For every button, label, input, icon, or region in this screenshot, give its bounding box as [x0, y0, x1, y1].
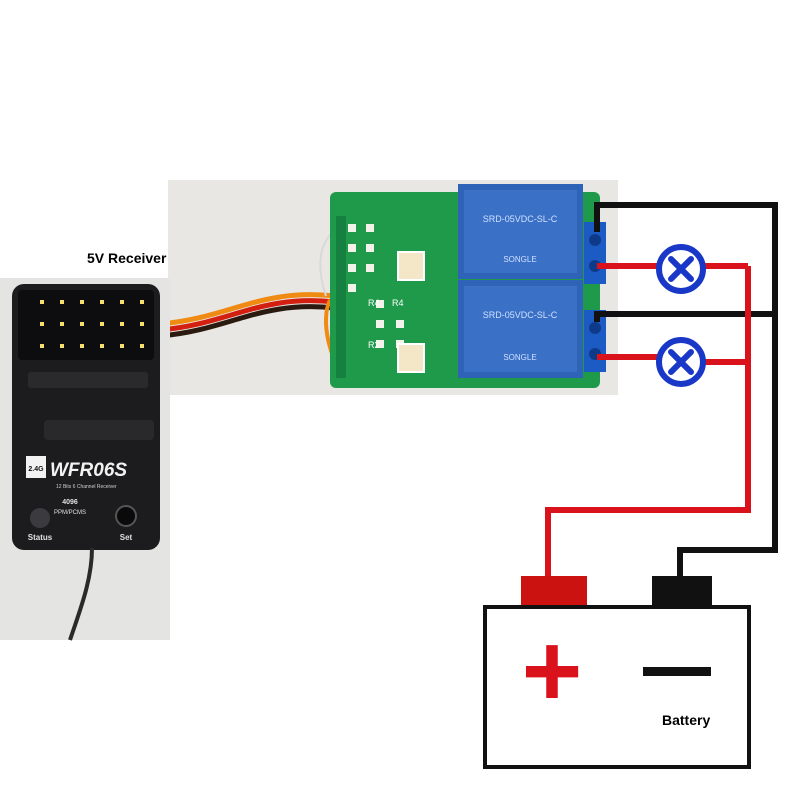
- relay-top-brand: SONGLE: [503, 255, 536, 264]
- lamp-icon: [656, 244, 706, 294]
- relay-bottom: SRD-05VDC-SL-C SONGLE: [458, 280, 583, 378]
- lamp-icon: [656, 337, 706, 387]
- receiver-code: 4096: [62, 499, 78, 506]
- set-button: [115, 505, 137, 527]
- battery-positive-symbol: +: [522, 613, 583, 729]
- set-text: Set: [120, 533, 133, 542]
- antenna-wire: [68, 547, 94, 641]
- relay-top: SRD-05VDC-SL-C SONGLE: [458, 184, 583, 279]
- battery-label: Battery: [662, 712, 711, 728]
- status-text: Status: [28, 533, 53, 542]
- battery-positive-terminal: [521, 576, 587, 609]
- receiver: 2.4G WFR06S 12 Bits 6 Channel Receiver 4…: [0, 278, 170, 641]
- black-wire: [594, 202, 778, 584]
- pcb-mark-r4b: R4: [392, 298, 404, 308]
- red-wire: [545, 263, 751, 580]
- battery-negative-terminal: [652, 576, 712, 609]
- relay-bottom-marking: SRD-05VDC-SL-C: [483, 310, 558, 320]
- status-led: [30, 508, 50, 528]
- receiver-subtitle: 12 Bits 6 Channel Receiver: [56, 484, 117, 490]
- pcb-mark-r2: R2: [368, 340, 380, 350]
- receiver-brand: 2.4G: [28, 466, 44, 473]
- receiver-label: 5V Receiver: [87, 250, 167, 266]
- battery-negative-symbol: [643, 667, 711, 676]
- receiver-mode: PPM/PCMS: [54, 510, 86, 516]
- relay-top-marking: SRD-05VDC-SL-C: [483, 214, 558, 224]
- battery: +: [483, 576, 751, 769]
- servo-cable: [159, 227, 347, 380]
- relay-bottom-brand: SONGLE: [503, 353, 536, 362]
- pcb-mark-r4a: R4: [368, 298, 380, 308]
- receiver-model: WFR06S: [50, 460, 127, 481]
